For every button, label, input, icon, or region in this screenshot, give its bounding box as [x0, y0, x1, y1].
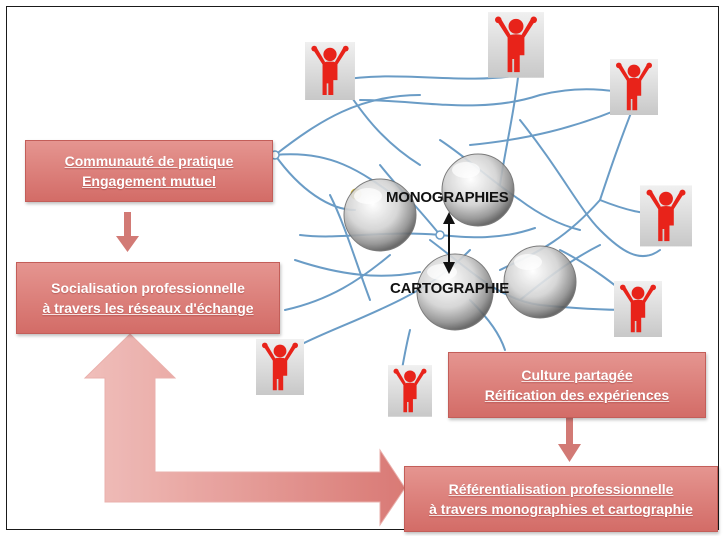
box-line: à travers monographies et cartographie — [429, 501, 693, 517]
box-line: Réification des expériences — [484, 387, 670, 403]
sphere-icon — [343, 178, 417, 252]
person-arms-up-icon — [610, 58, 658, 116]
box-line: Socialisation professionnelle — [51, 280, 245, 296]
box-communaute-de-pratique: Communauté de pratique Engagement mutuel — [25, 140, 273, 202]
box-line: Communauté de pratique — [64, 153, 234, 169]
person-arms-up-icon — [640, 184, 692, 248]
box-line: à travers les réseaux d'échange — [42, 300, 254, 316]
box-line: Engagement mutuel — [82, 173, 216, 189]
person-arms-up-icon — [256, 336, 304, 398]
sphere-icon — [503, 245, 577, 319]
box-referentialisation-professionnelle: Référentialisation professionnelle à tra… — [404, 466, 718, 532]
l-shaped-double-arrow — [83, 333, 406, 527]
label-monographies: MONOGRAPHIES — [386, 189, 509, 206]
arrow-communaute-to-socialisation — [116, 212, 139, 252]
double-arrow-icon — [443, 212, 455, 274]
network-node-dot — [435, 230, 445, 240]
box-socialisation-professionnelle: Socialisation professionnelle à travers … — [16, 262, 280, 334]
diagram-frame — [6, 6, 719, 530]
sphere-icon — [441, 153, 515, 227]
person-arms-up-icon — [305, 42, 355, 100]
box-culture-partagee: Culture partagée Réification des expérie… — [448, 352, 706, 418]
person-arms-up-icon — [614, 280, 662, 338]
box-line: Culture partagée — [521, 367, 633, 383]
person-arms-up-icon — [388, 362, 432, 420]
box-line: Référentialisation professionnelle — [448, 481, 674, 497]
arrow-culture-to-referentialisation — [558, 418, 581, 462]
label-cartographie: CARTOGRAPHIE — [390, 280, 509, 297]
person-arms-up-icon — [488, 12, 544, 78]
